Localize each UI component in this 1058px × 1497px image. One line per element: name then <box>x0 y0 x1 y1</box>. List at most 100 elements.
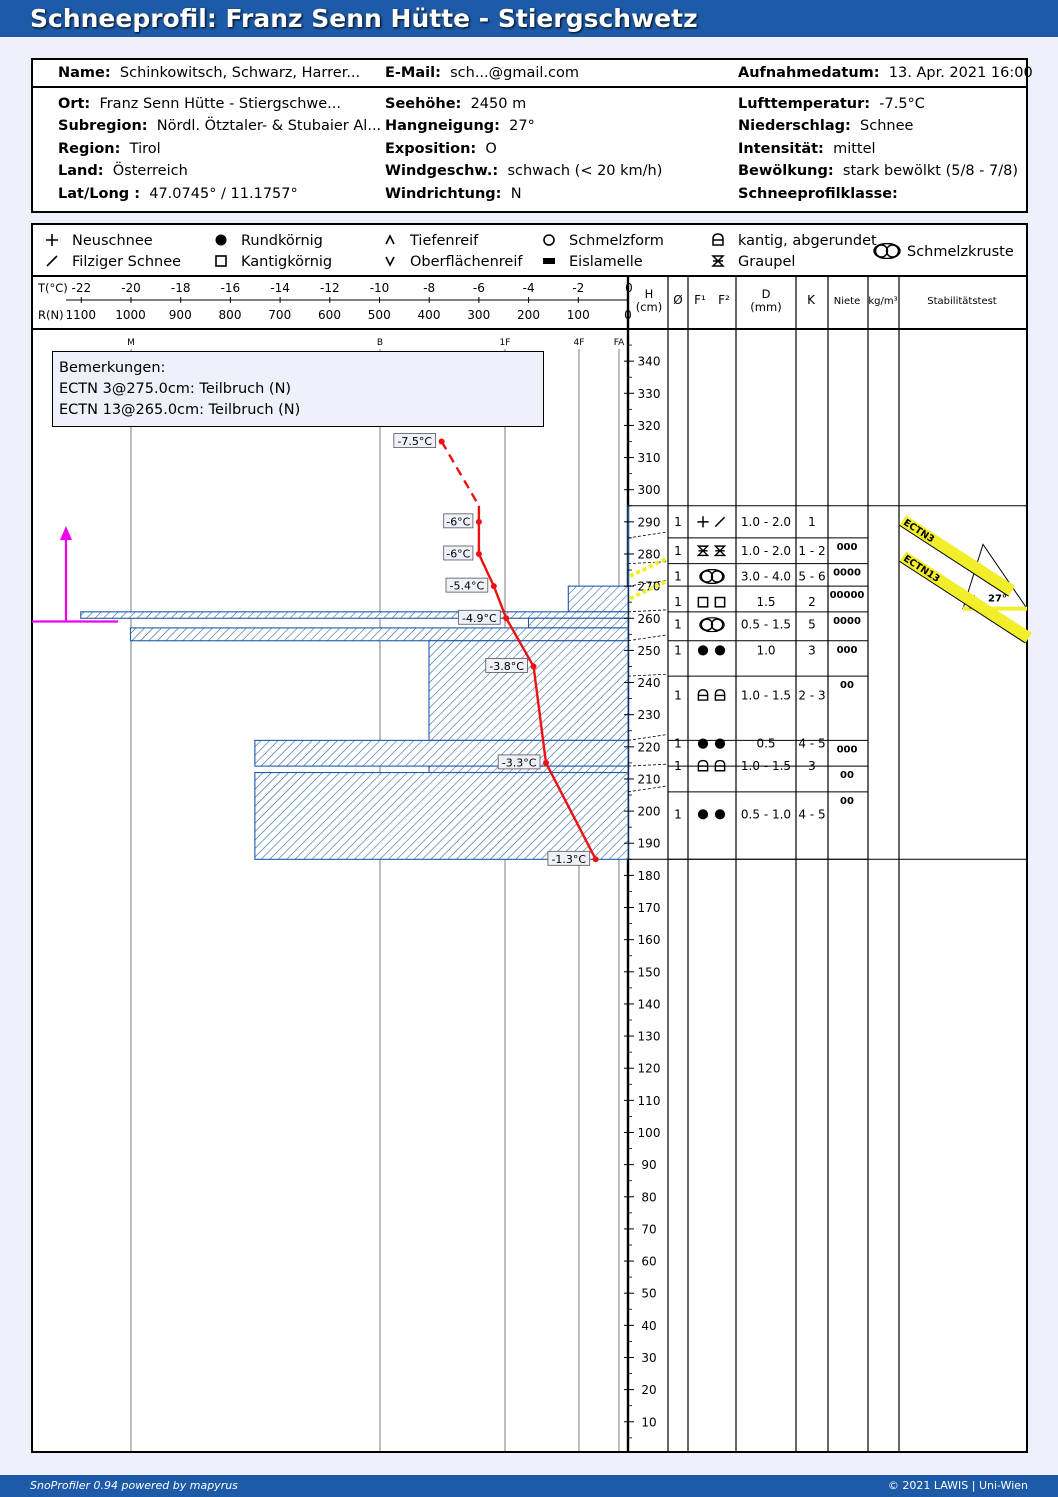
region-label: Region: <box>58 141 121 157</box>
temperature-point <box>475 550 482 557</box>
layer-count: 1 <box>674 737 682 751</box>
layer-grain-size: 1.0 <box>756 643 775 657</box>
height-tick-label: 20 <box>641 1383 656 1397</box>
name-value: Schinkowitsch, Schwarz, Harrer... <box>119 65 361 81</box>
temp-axis-label: T(°C) <box>37 281 68 295</box>
layer-connector <box>627 609 669 613</box>
stability-band <box>899 551 1032 644</box>
height-tick-label: 320 <box>638 419 661 433</box>
stability-header: Stabilitätstest <box>927 296 997 307</box>
layer-hardness-k: 4 - 5 <box>798 807 825 821</box>
density-header: kg/m³ <box>868 296 897 307</box>
slope-angle-label: 27° <box>988 594 1007 605</box>
legend-label: Oberflächenreif <box>410 254 523 270</box>
region-value: Tirol <box>129 141 161 157</box>
legend-label: kantig, abgerundet <box>738 233 877 249</box>
hangneigung-value: 27° <box>509 118 535 134</box>
exposition-value: O <box>485 141 497 157</box>
subregion-label: Subregion: <box>58 118 148 134</box>
metadata-divider <box>33 86 1026 88</box>
email-value: sch...@gmail.com <box>450 65 580 81</box>
lufttemp-label: Lufttemperatur: <box>738 96 871 112</box>
temp-tick-label: -10 <box>370 281 390 295</box>
height-tick-label: 140 <box>638 997 661 1011</box>
niederschlag-value: Schnee <box>860 118 914 134</box>
height-tick-label: 160 <box>638 933 661 947</box>
legend-label: Graupel <box>738 254 795 270</box>
height-tick-label: 170 <box>638 901 661 915</box>
layer-niete: 00 <box>840 796 854 807</box>
height-header-1: H <box>645 287 654 301</box>
page-title: Schneeprofil: Franz Senn Hütte - Stiergs… <box>30 4 698 33</box>
legend-label: Rundkörnig <box>241 233 323 249</box>
stability-band <box>899 515 1016 597</box>
layer-hardness-k: 3 <box>808 759 816 773</box>
footer-right: © 2021 LAWIS | Uni-Wien <box>887 1479 1028 1492</box>
layer-connector <box>627 785 669 793</box>
temperature-label-box <box>547 850 591 866</box>
layer-count: 1 <box>674 618 682 632</box>
legend-item-melt-crust: Schmelzkruste <box>873 242 1014 260</box>
remarks-line-2: ECTN 13@265.0cm: Teilbruch (N) <box>59 402 301 418</box>
height-tick-label: 180 <box>638 869 661 883</box>
layer-count: 1 <box>674 515 682 529</box>
height-tick-label: 70 <box>641 1222 656 1236</box>
hardness-tick-label: B <box>377 338 383 348</box>
layer-niete: 0000 <box>833 616 861 627</box>
height-tick-label: 100 <box>638 1126 661 1140</box>
land-value: Österreich <box>112 163 188 179</box>
temperature-label-box <box>497 754 541 770</box>
height-tick-label: 240 <box>638 676 661 690</box>
intensitaet-value: mittel <box>833 141 876 157</box>
temp-tick-label: -2 <box>572 281 584 295</box>
legend-item-bar: Eislamelle <box>543 254 643 270</box>
temperature-point <box>542 759 549 766</box>
layer-niete: 00 <box>840 770 854 781</box>
slope-angle-arc <box>969 594 976 609</box>
metadata-box: Name: Schinkowitsch, Schwarz, Harrer... … <box>31 58 1033 213</box>
layer-count: 1 <box>674 759 682 773</box>
height-axis: 3403303203103002902802702602502402302202… <box>624 344 661 1439</box>
weak-layer-mark <box>629 578 669 601</box>
height-tick-label: 120 <box>638 1062 661 1076</box>
marker-arrowhead <box>60 526 72 540</box>
bewoelkung-label: Bewölkung: <box>738 163 834 179</box>
land-label: Land: <box>58 163 104 179</box>
d-header-1: D <box>762 287 771 301</box>
temp-tick-label: -12 <box>320 281 340 295</box>
resistance-tick-label: 600 <box>318 308 341 322</box>
hardness-segment <box>129 627 629 642</box>
temp-tick-label: -16 <box>221 281 241 295</box>
date-value: 13. Apr. 2021 16:00 <box>888 65 1033 81</box>
temperature-profile: -7.5°C-6°C-6°C-5.4°C-4.9°C-3.8°C-3.3°C-1… <box>393 433 599 866</box>
height-tick-label: 150 <box>638 965 661 979</box>
temperature-label-box <box>445 577 489 593</box>
hardness-segment <box>254 771 629 860</box>
seehoehe-value: 2450 m <box>470 96 527 112</box>
legend-label: Tiefenreif <box>409 233 479 249</box>
layer-hardness-k: 3 <box>808 643 816 657</box>
resistance-tick-label: 900 <box>169 308 192 322</box>
height-tick-label: 220 <box>638 740 661 754</box>
temp-tick-label: -20 <box>121 281 141 295</box>
d-header-2: (mm) <box>750 300 781 314</box>
temp-tick-label: -14 <box>270 281 290 295</box>
latlong-value: 47.0745° / 11.1757° <box>149 186 298 202</box>
height-tick-label: 330 <box>638 387 661 401</box>
temperature-point <box>490 583 497 590</box>
subregion-value: Nördl. Ötztaler- & Stubaier Al... <box>156 118 382 134</box>
remarks-line-1: ECTN 3@275.0cm: Teilbruch (N) <box>59 381 292 397</box>
height-tick-label: 260 <box>638 612 661 626</box>
layer-connector <box>627 561 669 565</box>
bar-icon <box>543 258 555 264</box>
resistance-tick-label: 200 <box>517 308 540 322</box>
footer-left: SnoProfiler 0.94 powered by mapyrus <box>30 1479 238 1492</box>
stability-line <box>899 560 1026 644</box>
